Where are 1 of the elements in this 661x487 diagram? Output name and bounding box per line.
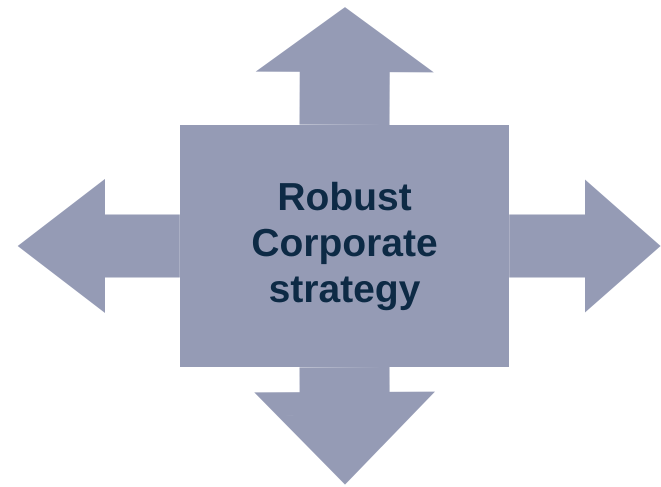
- strategy-box: Robust Corporate strategy: [180, 125, 509, 367]
